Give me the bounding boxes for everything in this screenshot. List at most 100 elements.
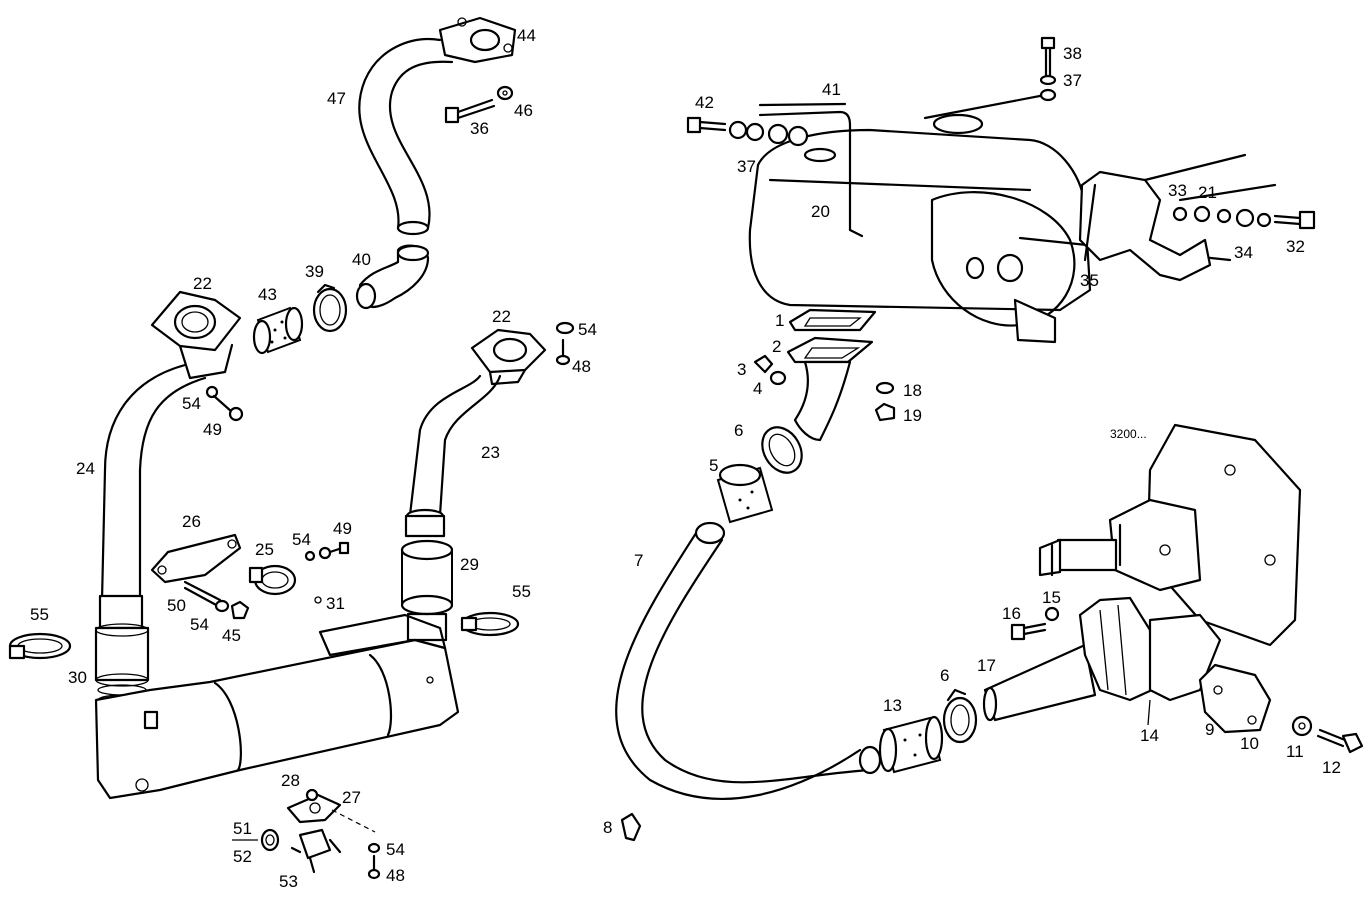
- label-21: 21: [1198, 183, 1217, 202]
- elbow-40: [355, 244, 430, 310]
- pipe-24: [100, 363, 207, 607]
- label-31: 31: [326, 594, 345, 613]
- cone-17: [982, 643, 1097, 722]
- bolt-32-washers: [1172, 205, 1316, 230]
- washer-nut-45: [214, 599, 250, 620]
- label-10: 10: [1240, 734, 1259, 753]
- label-12: 12: [1322, 758, 1341, 777]
- bolt-36: [444, 98, 496, 124]
- gasket-1: [788, 308, 877, 332]
- bolt-16-washer-15: [1010, 606, 1060, 641]
- label-33: 33: [1168, 181, 1187, 200]
- label-39: 39: [305, 262, 324, 281]
- pipe-47: [358, 37, 454, 236]
- leader-14: [1147, 699, 1151, 726]
- label-11: 11: [1286, 742, 1304, 761]
- hose-clamp-55-left: [8, 632, 72, 660]
- label-17: 17: [977, 656, 996, 675]
- label-45: 45: [222, 626, 241, 645]
- clamp-6-lower: [942, 688, 978, 744]
- label-4: 4: [753, 379, 762, 398]
- hose-clamp-55-right: [460, 611, 520, 637]
- washer-46: [496, 85, 514, 101]
- label-36: 36: [470, 119, 489, 138]
- label-53: 53: [279, 872, 298, 891]
- label-48-a: 48: [572, 357, 591, 376]
- cover-9-10: [1198, 663, 1272, 734]
- clamp-39: [312, 283, 348, 333]
- nut-18-19: [874, 381, 896, 422]
- label-43: 43: [258, 285, 277, 304]
- sleeve-5: [716, 463, 774, 524]
- label-5: 5: [709, 456, 718, 475]
- label-6-b: 6: [940, 666, 949, 685]
- label-47: 47: [327, 89, 346, 108]
- label-55-right: 55: [512, 582, 531, 601]
- label-50: 50: [167, 596, 186, 615]
- label-8: 8: [603, 818, 612, 837]
- label-54-e: 54: [386, 840, 405, 859]
- sleeve-43: [252, 306, 304, 355]
- label-27: 27: [342, 788, 361, 807]
- label-46: 46: [514, 101, 533, 120]
- sleeve-29: [400, 539, 454, 642]
- label-38: 38: [1063, 44, 1082, 63]
- bolt-48-lower: [367, 842, 381, 880]
- screw-3-washer-4: [753, 354, 787, 386]
- stud-50: [183, 580, 222, 608]
- label-28: 28: [281, 771, 300, 790]
- label-34: 34: [1234, 243, 1253, 262]
- bolt-38: [1039, 36, 1057, 102]
- label-3: 3: [737, 360, 746, 379]
- bolt-12-washer-11: [1291, 715, 1364, 754]
- flange-44: [438, 16, 517, 64]
- flange-2: [786, 336, 874, 442]
- clamp-25: [248, 564, 322, 604]
- bolt-48-upper: [555, 321, 575, 366]
- label-54-d: 54: [190, 615, 209, 634]
- labels: 44 47 46 36 40 39 43 22 54 49 24 22 54 4…: [30, 26, 1341, 891]
- label-32: 32: [1286, 237, 1305, 256]
- label-54-b: 54: [578, 320, 597, 339]
- label-37-b: 37: [1063, 71, 1082, 90]
- label-9: 9: [1205, 720, 1214, 739]
- engine-housing: [1038, 423, 1302, 647]
- hose-7: [615, 521, 882, 800]
- bolt-49-middle: [304, 541, 350, 562]
- label-49-b: 49: [333, 519, 352, 538]
- label-20: 20: [811, 202, 830, 221]
- sleeve-13: [878, 715, 944, 774]
- bolt-42-washers-37: [686, 116, 809, 147]
- label-25: 25: [255, 540, 274, 559]
- bracket-26: [150, 533, 242, 584]
- label-16: 16: [1002, 604, 1021, 623]
- label-35: 35: [1080, 271, 1099, 290]
- label-22-right: 22: [492, 307, 511, 326]
- label-37-a: 37: [737, 157, 756, 176]
- bolt-49-left: [205, 385, 244, 422]
- silencer-body: [94, 613, 460, 800]
- label-2: 2: [772, 337, 781, 356]
- label-42: 42: [695, 93, 714, 112]
- serial-note: 3200...: [1110, 427, 1147, 441]
- flange-22-left: [150, 290, 242, 380]
- label-55-left: 55: [30, 605, 49, 624]
- coupling-30: [94, 594, 150, 706]
- rod-41: [923, 93, 1047, 120]
- label-26: 26: [182, 512, 201, 531]
- flange-22-right: [470, 328, 547, 386]
- label-23: 23: [481, 443, 500, 462]
- pipe-23: [404, 374, 502, 538]
- label-29: 29: [460, 555, 479, 574]
- label-19: 19: [903, 406, 922, 425]
- label-54-a: 54: [182, 394, 201, 413]
- label-24: 24: [76, 459, 95, 478]
- label-1: 1: [775, 311, 784, 330]
- outlet-flange: [1078, 153, 1277, 282]
- label-15: 15: [1042, 588, 1061, 607]
- label-51: 51: [233, 819, 252, 838]
- washer-51-52: [260, 828, 280, 852]
- label-22-left: 22: [193, 274, 212, 293]
- tank-silencer: [748, 113, 1232, 344]
